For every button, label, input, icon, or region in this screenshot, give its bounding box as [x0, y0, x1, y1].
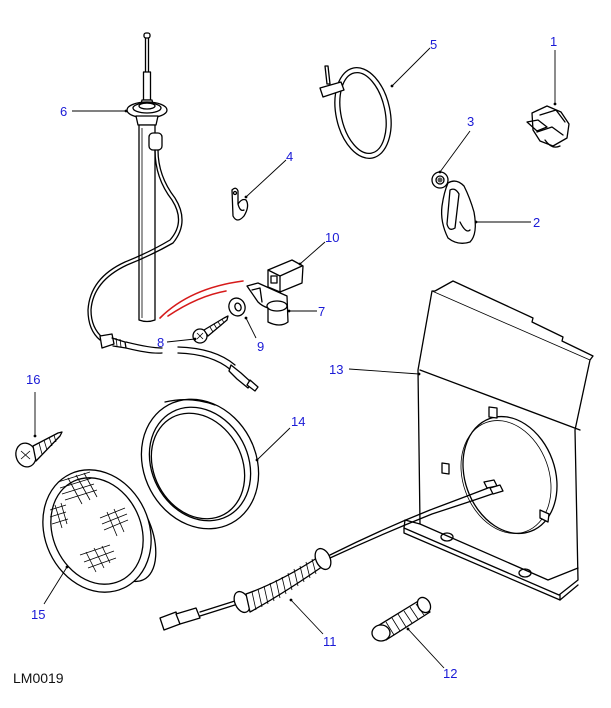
part-2-p-clip[interactable] [440, 180, 476, 244]
callout-labels: 1 2 3 4 5 6 7 8 9 10 11 12 13 14 15 16 [26, 34, 557, 681]
part-13-housing[interactable] [403, 280, 594, 601]
callout-16[interactable]: 16 [26, 372, 40, 387]
part-10-connector[interactable] [267, 259, 304, 293]
part-1-clip[interactable] [526, 105, 570, 148]
part-14-bezel[interactable] [119, 379, 281, 550]
wire-highlight [159, 280, 244, 319]
callout-6[interactable]: 6 [60, 104, 67, 119]
part-8-screw[interactable] [192, 315, 229, 344]
callout-7[interactable]: 7 [318, 304, 325, 319]
callout-14[interactable]: 14 [291, 414, 305, 429]
callout-3[interactable]: 3 [467, 114, 474, 129]
drawing-reference: LM0019 [13, 670, 64, 686]
part-12-grommet[interactable] [371, 595, 433, 642]
part-6-aerial[interactable] [87, 32, 259, 392]
part-11-harness[interactable] [159, 479, 504, 631]
part-5-cable-tie[interactable] [319, 62, 399, 163]
part-7-clip[interactable] [246, 282, 289, 326]
leader-lines [33, 47, 557, 669]
callout-13[interactable]: 13 [329, 362, 343, 377]
part-16-screw[interactable] [13, 431, 63, 469]
callout-10[interactable]: 10 [325, 230, 339, 245]
callout-5[interactable]: 5 [430, 37, 437, 52]
callout-11[interactable]: 11 [323, 634, 337, 649]
grommet-ribs [385, 603, 425, 636]
part-15-lamp[interactable] [23, 452, 171, 610]
part-4-p-clip[interactable] [231, 187, 249, 221]
callout-12[interactable]: 12 [443, 666, 457, 681]
callout-1[interactable]: 1 [550, 34, 557, 49]
lamp-lens-grid [49, 471, 129, 573]
part-3-nut[interactable] [431, 171, 449, 189]
callout-9[interactable]: 9 [257, 339, 264, 354]
callout-15[interactable]: 15 [31, 607, 45, 622]
callout-2[interactable]: 2 [533, 215, 540, 230]
callout-4[interactable]: 4 [286, 149, 293, 164]
harness-grommet-ribs [251, 558, 317, 611]
part-9-washer[interactable] [226, 296, 247, 318]
callout-8[interactable]: 8 [157, 335, 164, 350]
